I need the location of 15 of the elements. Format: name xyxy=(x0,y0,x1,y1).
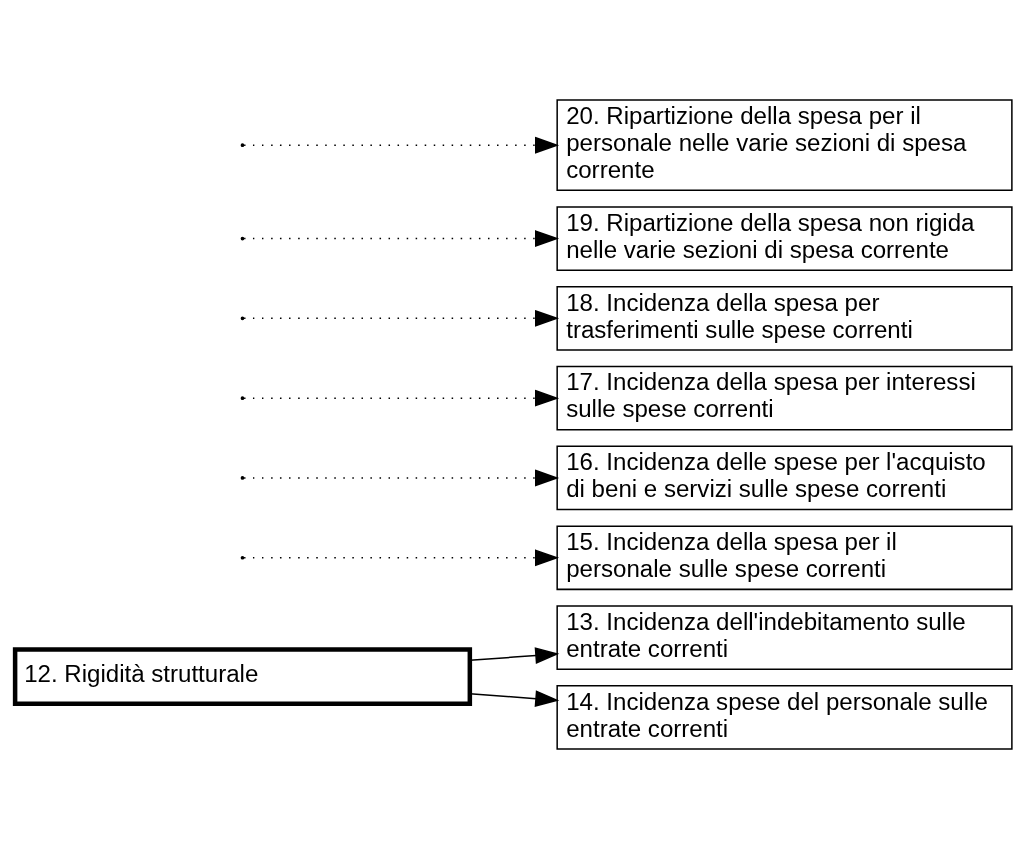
node-box: 16. Incidenza delle spese per l'acquisto di beni e servizi sulle spese correnti xyxy=(555,445,1013,510)
node-box: 20. Ripartizione della spesa per il personale nelle varie sezioni di spesa corrente xyxy=(555,98,1013,191)
node-box: 14. Incidenza spese del personale sulle entrate correnti xyxy=(555,684,1013,750)
arrow xyxy=(242,229,559,247)
arrow xyxy=(242,136,559,154)
arrow xyxy=(242,469,559,486)
arrow xyxy=(242,548,559,566)
node-box: 17. Incidenza della spesa per interessi sulle spese correnti xyxy=(555,365,1013,431)
node-box: 18. Incidenza della spesa per trasferimenti sulle spese correnti xyxy=(555,285,1013,351)
node-box: 19. Ripartizione della spesa non rigida nelle varie sezioni di spesa corrente xyxy=(555,205,1013,271)
node-box: 13. Incidenza dell'indebitamento sulle entrate correnti xyxy=(555,604,1013,670)
node-box: 12. Rigidità strutturale xyxy=(12,646,472,706)
arrow xyxy=(242,309,559,327)
arrow xyxy=(242,389,559,407)
node-box: 15. Incidenza della spesa per il personale sulle spese correnti xyxy=(555,524,1013,590)
